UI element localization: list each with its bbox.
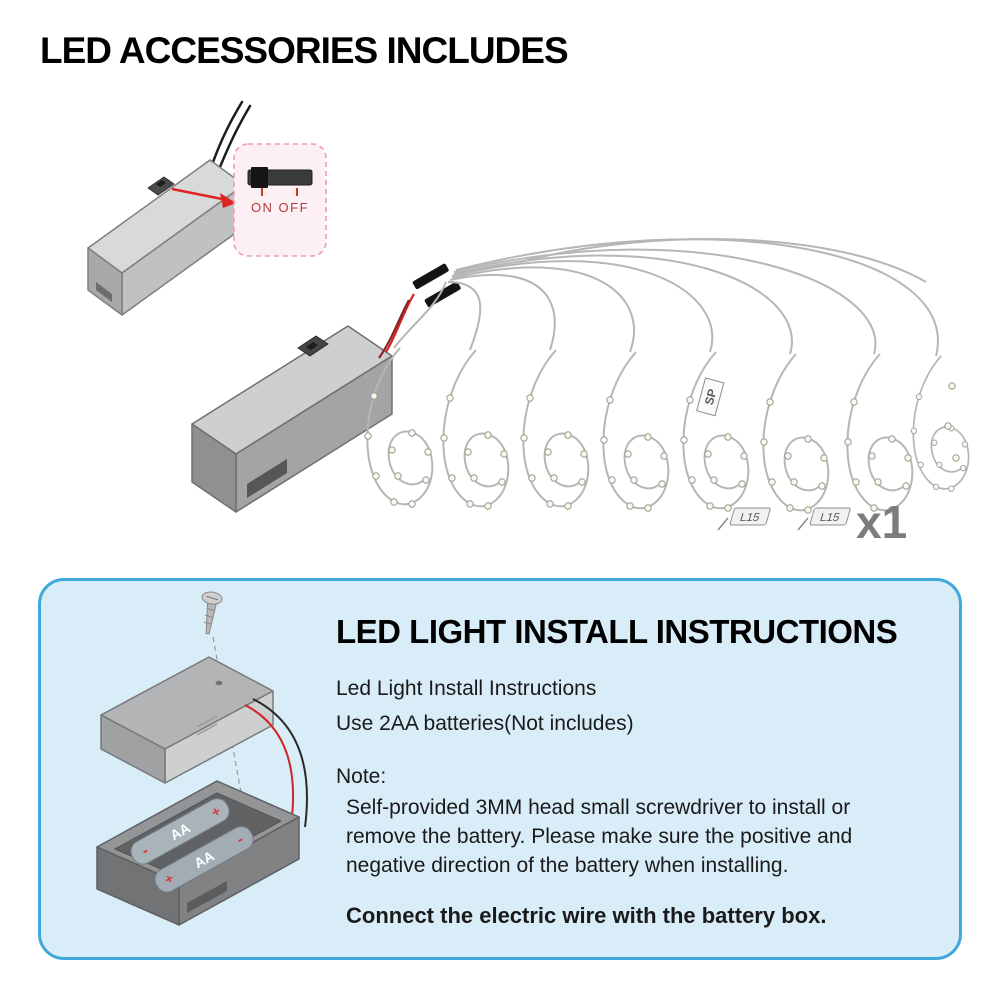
switch-arrow xyxy=(171,187,236,208)
note-text: Self-provided 3MM head small screwdriver… xyxy=(346,795,853,877)
install-line-2: Use 2AA batteries(Not includes) xyxy=(336,711,634,735)
battery-box-wire xyxy=(218,104,252,169)
led-coil xyxy=(843,353,914,515)
accessories-illustration: ON OFF xyxy=(87,100,970,548)
power-switch-icon xyxy=(147,176,175,196)
led-coil xyxy=(439,349,510,511)
install-heading: LED LIGHT INSTALL INSTRUCTIONS xyxy=(336,613,898,650)
install-line-1: Led Light Install Instructions xyxy=(336,677,597,700)
connector-plugs xyxy=(412,263,461,308)
power-switch-icon xyxy=(297,335,329,357)
led-coil xyxy=(759,353,830,515)
l15-flag-left: L15 xyxy=(717,507,771,531)
small-battery-box xyxy=(87,100,252,316)
sp-flag: SP xyxy=(696,377,725,417)
quantity-label: x1 xyxy=(856,496,907,548)
screw-icon xyxy=(201,591,223,635)
battery-aa-2: + AA - xyxy=(154,826,254,893)
led-coil xyxy=(910,355,970,493)
battery-box-wire xyxy=(211,100,244,164)
on-off-label: ON OFF xyxy=(251,200,309,215)
led-dots xyxy=(944,382,960,462)
page-title: LED ACCESSORIES INCLUDES xyxy=(40,30,569,71)
led-coil xyxy=(679,351,750,513)
main-battery-box xyxy=(191,325,393,513)
on-off-switch-icon xyxy=(247,167,313,196)
switch-callout: ON OFF xyxy=(233,143,327,257)
note-label: Note: xyxy=(336,764,387,788)
led-strings xyxy=(393,238,939,357)
l15-flag-right: L15 xyxy=(797,507,851,531)
battery-aa-1: - AA + xyxy=(130,798,230,865)
battery-wires xyxy=(244,698,308,828)
battery-compartment: - AA + + AA - xyxy=(96,780,300,926)
led-coil xyxy=(519,349,590,511)
battery-cover xyxy=(100,656,274,784)
install-panel: - AA + + AA - LED LIGHT INSTALL INSTRUCT… xyxy=(38,578,962,960)
connect-instruction: Connect the electric wire with the batte… xyxy=(346,902,827,928)
sp-flag-label: SP xyxy=(702,387,720,406)
connector-wires xyxy=(378,293,415,359)
l15-flag-label: L15 xyxy=(738,511,761,524)
l15-flag-label: L15 xyxy=(818,511,841,524)
exploded-box-illustration: - AA + + AA - xyxy=(96,591,308,926)
led-coil xyxy=(599,351,670,513)
install-instructions: LED LIGHT INSTALL INSTRUCTIONS Led Light… xyxy=(336,613,964,931)
